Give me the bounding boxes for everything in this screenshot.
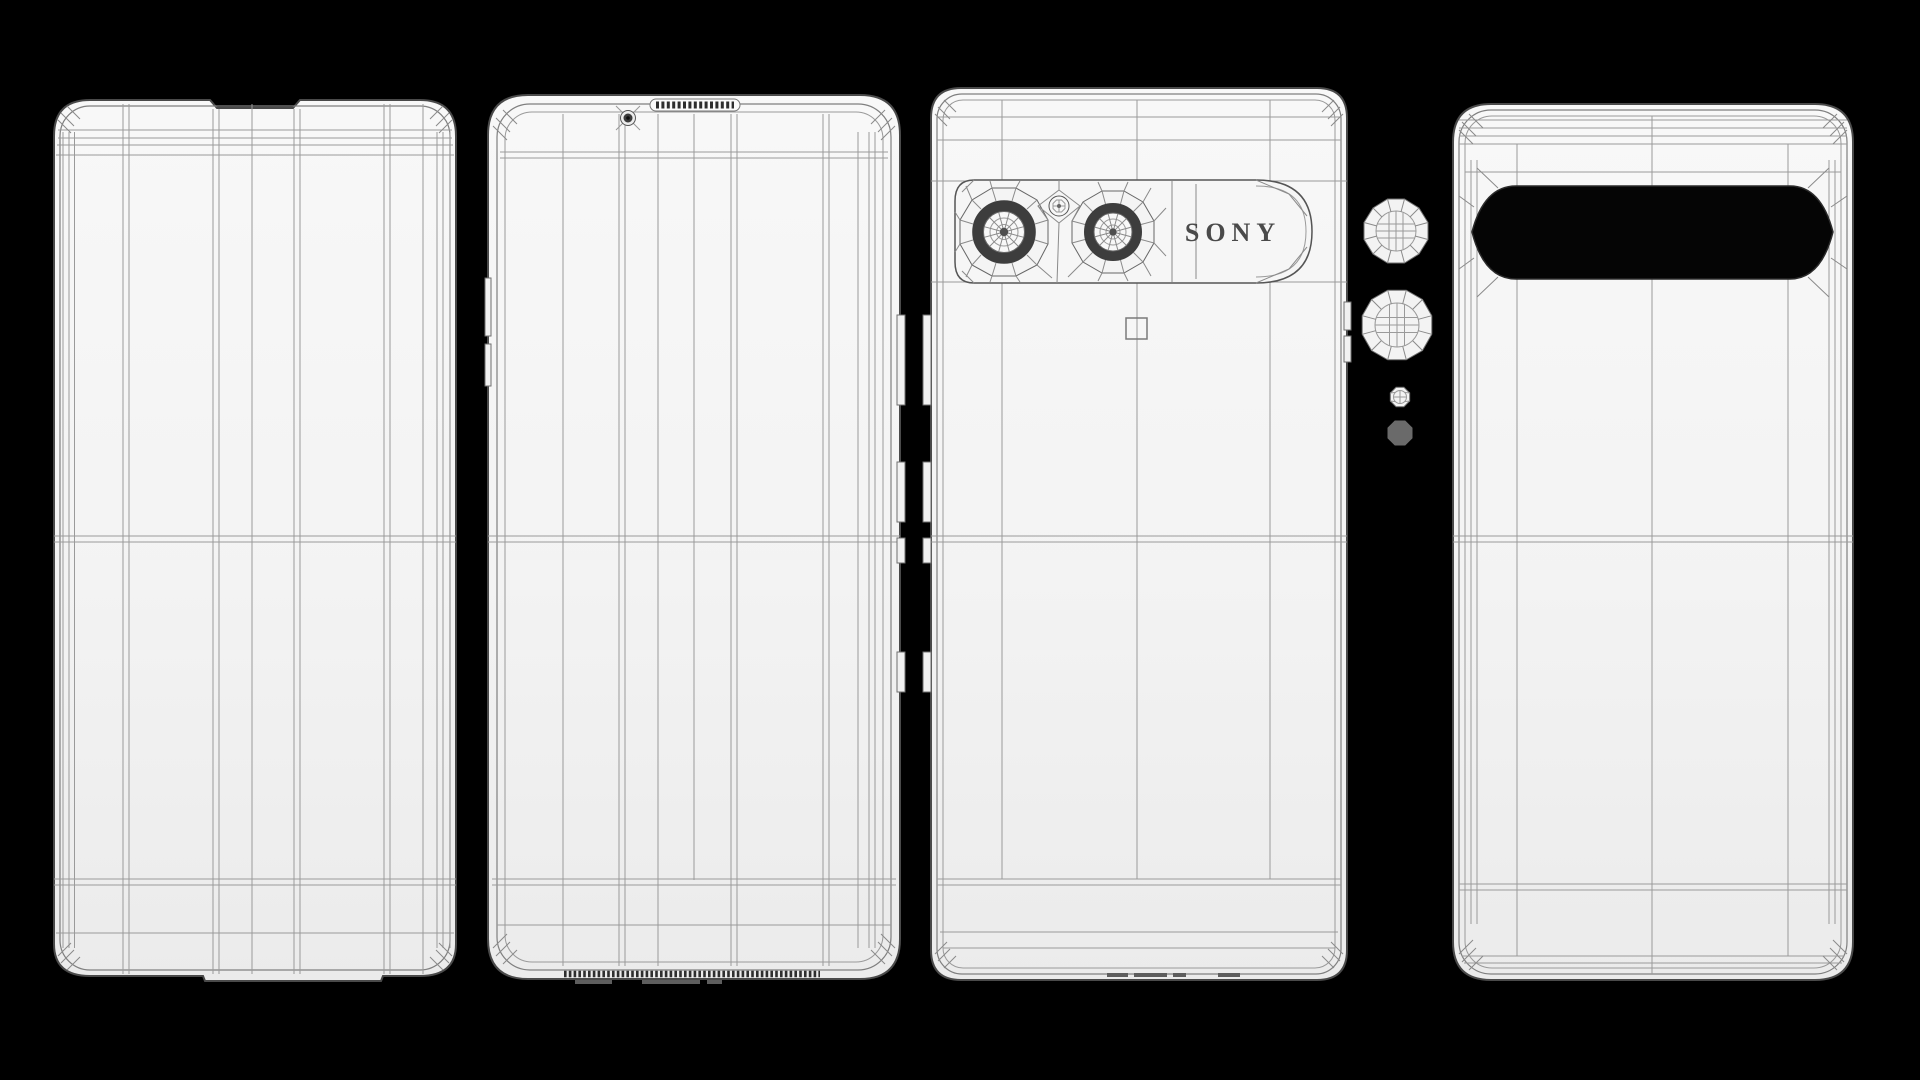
disc-spokes [1362,290,1432,360]
lens-spokes [959,187,1049,277]
camera-lens-disc-large [1363,198,1429,264]
corner-fan-lines [492,109,896,965]
flower-cross [1390,390,1410,404]
side-marks-left [484,277,492,387]
phone-front-glass-wireframe [53,99,457,982]
corner-fan-lines [934,99,1344,969]
wireframe-horizontal-lines [54,129,456,934]
wireframe-vertical-lines [1001,100,1271,879]
lens-hub-spokes [1094,213,1132,251]
side-mark [1343,335,1352,363]
rear-camera-lens-medium [1071,190,1155,274]
side-button [896,461,906,523]
visor-corner-facets [1458,167,1848,298]
disc-spokes [1363,198,1429,264]
side-button [896,651,906,693]
lens-hub-ring [1105,224,1121,240]
phone-back-wireframe-camera-visor [1452,103,1854,981]
sim-tray-mark [484,343,492,387]
side-buttons-right [896,314,906,693]
wireframe-horizontal-lines [488,151,900,926]
phone-back-wireframe-sony: SONY [922,87,1352,981]
side-button [922,314,932,406]
sim-tray-mark [484,277,492,337]
disc-grid [1376,211,1416,251]
lens-hub-spokes [984,212,1024,252]
rear-camera-bar: SONY [954,179,1313,284]
side-button [922,461,932,523]
camera-bar-cap-line [1255,185,1307,278]
small-lens-flower [1389,386,1411,408]
small-lens-center [1057,204,1061,208]
wireframe-horizontal-lines [1453,119,1853,964]
lens-dark-ring [1084,203,1142,261]
phone-body [930,87,1348,981]
phone-front-wireframe [484,94,906,984]
side-button [922,651,932,693]
side-button [922,537,932,564]
camera-lens-disc-medium [1361,289,1433,361]
side-marks-right [1343,301,1352,363]
lens-hub-ring [989,217,1019,247]
wireframe-vertical-lines [562,114,876,966]
side-button [896,314,906,406]
sony-logo-text: SONY [1185,218,1281,247]
side-button [896,537,906,564]
camera-visor-pill [1471,185,1834,280]
rear-camera-lens-large [959,187,1049,277]
front-camera-pupil [626,116,630,120]
lens-hub-ring [996,224,1012,240]
lens-dark-ring [972,200,1036,264]
screen-outline [504,111,884,963]
camera-lens-parts-column [1361,198,1433,446]
small-lens-polygon [1052,199,1066,213]
camera-dot-octagon [1387,420,1413,446]
corner-fan-lines [1458,113,1848,971]
disc-grid [1375,303,1419,347]
side-buttons-left [922,314,932,693]
front-camera-lens [620,110,636,126]
wireframe-vertical-lines [1516,116,1789,974]
lens-hub-ring [1099,218,1127,246]
lens-center [1109,228,1117,236]
camera-web-lines [954,180,1167,284]
corner-fan-lines [57,105,453,971]
phone-body [53,99,457,982]
camera-bar-facet-lines [961,179,1308,284]
back-panel-outline [942,99,1336,969]
lens-center [999,227,1009,237]
side-mark [1343,301,1352,331]
lens-spokes [1071,190,1155,274]
square-marker [1125,317,1148,340]
